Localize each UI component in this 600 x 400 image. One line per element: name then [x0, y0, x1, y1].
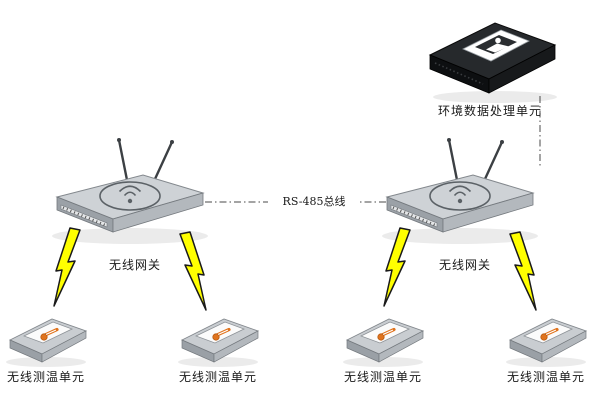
sensor-3-label: 无线测温单元	[343, 370, 422, 384]
gateway-left-device	[55, 136, 205, 234]
gateway-right-label: 无线网关	[438, 258, 491, 272]
gateway-right-device	[385, 136, 535, 234]
lightning-bolt-icon	[383, 227, 411, 307]
lightning-bolt-icon	[509, 231, 537, 311]
gateway-left-label: 无线网关	[108, 258, 161, 272]
lightning-bolt-icon	[53, 227, 81, 307]
rs485-bus-label: RS-485总线	[268, 195, 360, 209]
sensor-2-device	[180, 317, 260, 364]
sensor-1-label: 无线测温单元	[6, 370, 85, 384]
processor-device	[428, 22, 557, 94]
sensor-4-label: 无线测温单元	[506, 370, 585, 384]
sensor-2-label: 无线测温单元	[178, 370, 257, 384]
sensor-3-device	[345, 317, 425, 364]
processor-label: 环境数据处理单元	[437, 104, 542, 118]
sensor-4-device	[508, 317, 588, 364]
lightning-bolt-icon	[179, 231, 207, 311]
ground-shadows	[6, 91, 586, 367]
front-vents	[434, 62, 484, 85]
photo-icon	[475, 35, 517, 54]
sensor-1-device	[8, 317, 88, 364]
